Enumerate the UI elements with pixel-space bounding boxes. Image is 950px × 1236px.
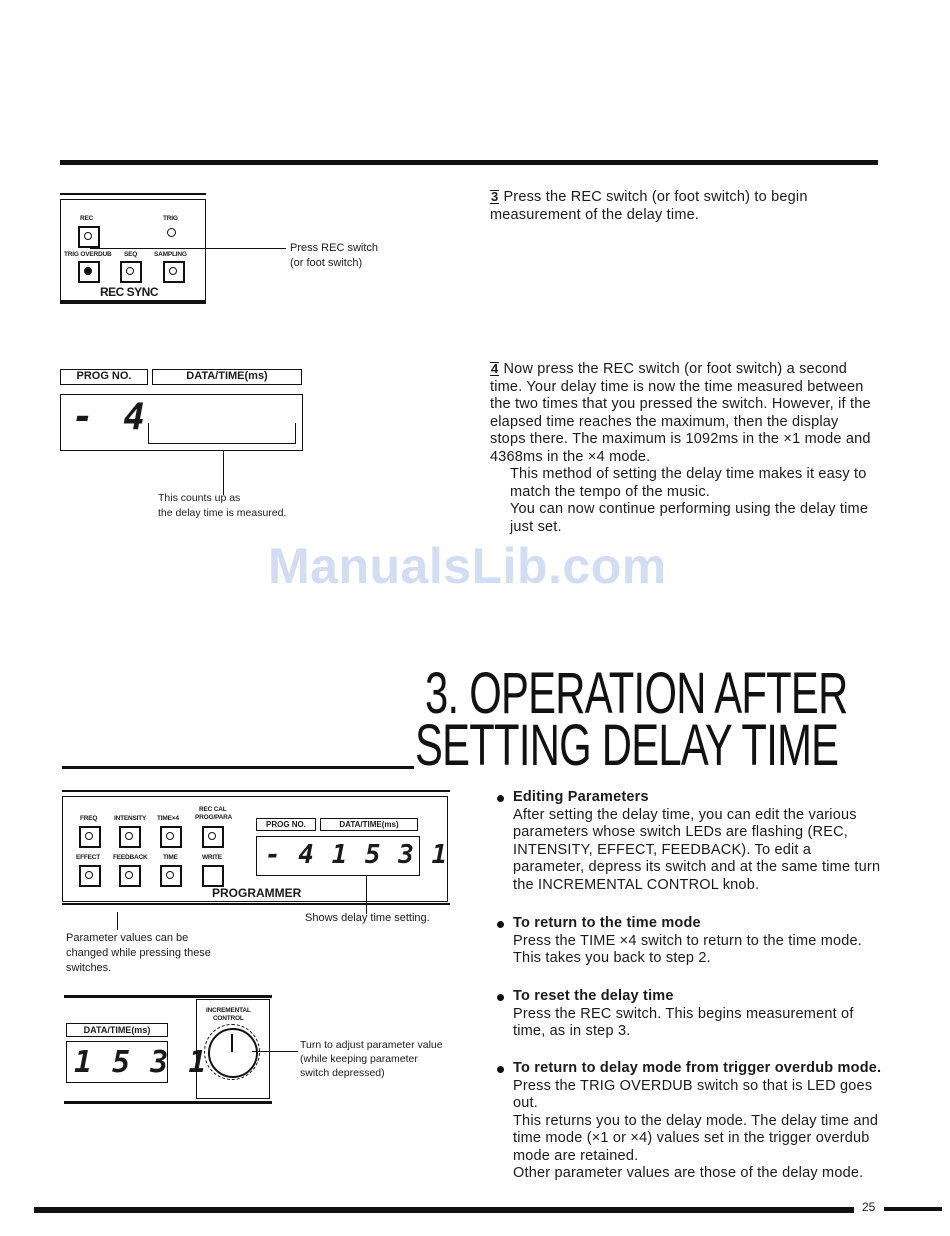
trig-led [167, 228, 176, 237]
display-window [60, 394, 303, 451]
write-switch[interactable] [202, 865, 224, 887]
effect-label: EFFECT [76, 854, 101, 861]
bottom-rule-end [884, 1207, 942, 1211]
parameter-values-callout: Parameter values can be changed while pr… [66, 932, 211, 974]
figure-rec-sync: REC TRIG TRIG OVERDUB SEQ SAMPLING REC S… [58, 193, 208, 305]
bullet-heading: To return to the time mode [513, 915, 701, 931]
bullet-text: Press the TIME ×4 switch to return to th… [513, 932, 863, 967]
data-time-label-2: DATA/TIME(ms) [320, 818, 418, 831]
intensity-switch[interactable] [119, 826, 141, 848]
prog-no-label: PROG NO. [60, 369, 148, 385]
feedback-label: FEEDBACK [113, 854, 148, 861]
rec-sync-name: REC SYNC [100, 285, 159, 299]
bullet-dot [497, 795, 504, 802]
programmer-panel [62, 796, 448, 902]
data-time-label: DATA/TIME(ms) [152, 369, 302, 385]
time-x4-switch[interactable] [160, 826, 182, 848]
figure-display: PROG NO. DATA/TIME(ms) - 4 This counts u… [58, 367, 308, 527]
turn-to-adjust-callout: Turn to adjust parameter value (while ke… [300, 1039, 443, 1079]
counts-up-callout: This counts up as the delay time is meas… [158, 492, 287, 519]
bullet-trigger-overdub: To return to delay mode from trigger ove… [497, 1060, 885, 1183]
trig-overdub-label: TRIG OVERDUB [64, 251, 112, 258]
small-display [66, 1041, 168, 1083]
bullet-dot [497, 1066, 504, 1073]
incremental-panel [196, 999, 270, 1099]
programmer-readout: - 4 1 5 3 1 [265, 840, 449, 870]
time-x4-label: TIME×4 [157, 815, 179, 822]
knob-arrows-icon [204, 1024, 260, 1080]
freq-label: FREQ [80, 815, 98, 822]
freq-switch[interactable] [79, 826, 101, 848]
small-display-readout: 1 5 3 1 [74, 1045, 208, 1080]
step-4-number: 4 [490, 361, 500, 376]
prog-para-label: PROG/PARA [195, 814, 233, 821]
bullet-text-2: This returns you to the delay mode. The … [513, 1112, 879, 1164]
bullet-editing: Editing Parameters After setting the del… [497, 789, 883, 894]
rec-sync-panel [60, 199, 206, 301]
bullet-reset: To reset the delay time Press the REC sw… [497, 988, 883, 1041]
seq-switch[interactable] [120, 261, 142, 283]
trig-overdub-switch[interactable] [78, 261, 100, 283]
figure-programmer: REC CAL FREQ INTENSITY TIME×4 PROG/PARA … [62, 790, 452, 980]
time-label: TIME [163, 854, 178, 861]
figure-incremental: DATA/TIME(ms) 1 5 3 1 INCREMENTAL CONTRO… [62, 995, 452, 1110]
section-title-line-2: SETTING DELAY TIME [415, 713, 839, 778]
bullet-dot [497, 921, 504, 928]
watermark: ManualsLib.com [268, 538, 667, 594]
step-4-text-1: Now press the REC switch (or foot switch… [490, 361, 871, 465]
bullet-heading: To return to delay mode from trigger ove… [513, 1060, 882, 1076]
write-label: WRITE [202, 854, 222, 861]
seq-label: SEQ [124, 251, 138, 258]
step-4-text-2: This method of setting the delay time ma… [510, 466, 867, 500]
bullet-text: Press the TRIG OVERDUB switch so that is… [513, 1077, 873, 1112]
rec-label: REC [80, 215, 94, 222]
effect-switch[interactable] [79, 865, 101, 887]
incremental-control-knob[interactable] [204, 1024, 260, 1080]
feedback-switch[interactable] [119, 865, 141, 887]
programmer-display [256, 836, 420, 876]
intensity-label: INTENSITY [114, 815, 147, 822]
bullet-text-3: Other parameter values are those of the … [513, 1165, 864, 1181]
programmer-name: PROGRAMMER [212, 886, 302, 900]
step-3-number: 3 [490, 189, 500, 204]
trig-label: TRIG [163, 215, 178, 222]
prog-para-switch[interactable] [202, 826, 224, 848]
shows-delay-callout: Shows delay time setting. [305, 912, 430, 924]
bullet-time-mode: To return to the time mode Press the TIM… [497, 915, 883, 968]
title-underline [62, 766, 414, 769]
section-title-line-1: 3. OPERATION AFTER [425, 661, 848, 726]
page-number: 25 [862, 1200, 876, 1214]
rec-switch[interactable] [78, 226, 100, 248]
bullet-dot [497, 994, 504, 1001]
top-rule [60, 160, 878, 165]
prog-no-label-2: PROG NO. [256, 818, 316, 831]
rec-cal-label: REC CAL [199, 806, 227, 813]
step-4-text-3: You can now continue performing using th… [510, 501, 869, 535]
step-3-text: Press the REC switch (or foot switch) to… [490, 189, 808, 223]
display-readout: - 4 [72, 397, 150, 438]
callout-line [90, 248, 286, 249]
incremental-label: INCREMENTAL CONTROL [206, 1007, 251, 1022]
time-switch[interactable] [160, 865, 182, 887]
data-time-label-3: DATA/TIME(ms) [66, 1023, 168, 1037]
bullet-text: Press the REC switch. This begins measur… [513, 1005, 854, 1040]
bullet-text: After setting the delay time, you can ed… [513, 806, 881, 893]
sampling-switch[interactable] [163, 261, 185, 283]
press-rec-callout: Press REC switch (or foot switch) [290, 242, 379, 269]
bullet-heading: Editing Parameters [513, 789, 649, 805]
bottom-rule [34, 1207, 854, 1213]
sampling-label: SAMPLING [154, 251, 187, 258]
bullet-heading: To reset the delay time [513, 988, 674, 1004]
